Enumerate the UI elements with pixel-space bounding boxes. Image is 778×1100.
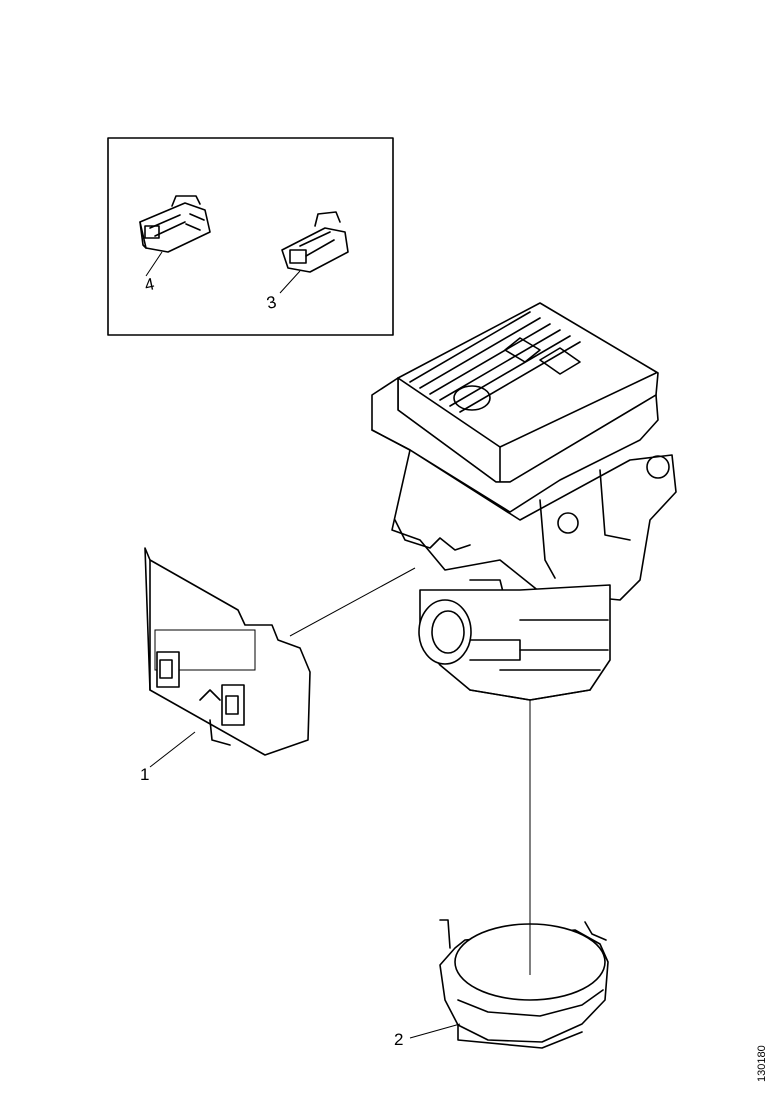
connector-inset-box bbox=[107, 137, 394, 336]
leader-lines bbox=[149, 567, 531, 1039]
callout-3: 3 bbox=[265, 292, 278, 313]
callout-4: 4 bbox=[143, 274, 156, 295]
callout-1: 1 bbox=[140, 765, 149, 784]
mounting-plate-part-1 bbox=[144, 547, 311, 756]
callout-2: 2 bbox=[394, 1030, 403, 1049]
drawing-reference-number: 130180 bbox=[756, 1045, 768, 1082]
connector-3-illustration bbox=[279, 211, 349, 294]
cover-cap-part-2 bbox=[439, 919, 609, 1049]
connector-4-illustration bbox=[139, 195, 211, 277]
ebs-modulator-unit bbox=[371, 302, 677, 701]
